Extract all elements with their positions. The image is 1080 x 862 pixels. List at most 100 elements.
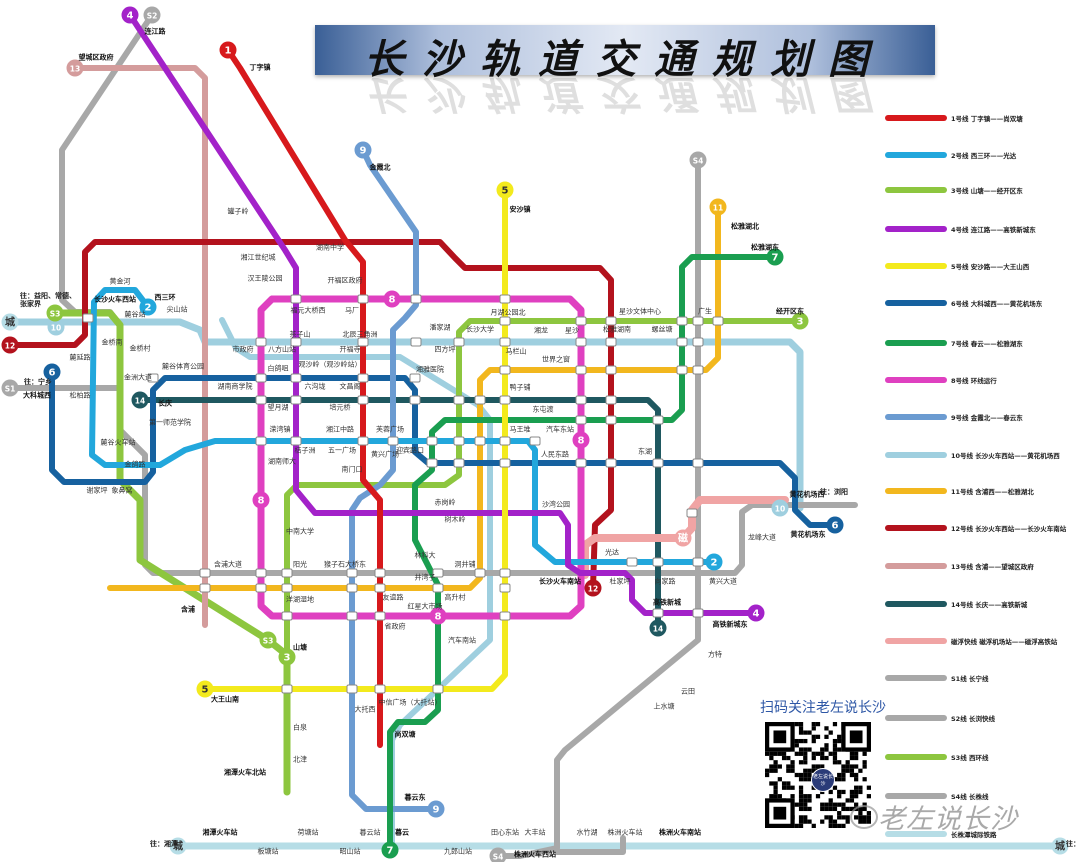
interchange-marker: [499, 436, 511, 446]
interchange-marker: [605, 395, 617, 405]
qr-module: [849, 755, 855, 761]
qr-module: [786, 755, 791, 761]
qr-module: [786, 781, 791, 786]
legend-swatch: [885, 452, 947, 458]
station-label: 湖南中学: [316, 243, 344, 252]
station-label: 暮云东: [404, 793, 426, 802]
qr-module: [798, 722, 804, 727]
line-badge-label: 14: [653, 625, 663, 634]
line-badge-label: 6: [49, 368, 56, 379]
line-badge-9: [427, 800, 445, 818]
legend-swatch: [885, 414, 947, 420]
destination-label: 往：株洲: [1066, 840, 1080, 848]
line-badge-label: 3: [284, 653, 291, 664]
qr-module: [837, 777, 842, 782]
station-label: 长沙火车西站: [94, 295, 136, 304]
legend-swatch: [885, 300, 947, 306]
interchange-marker: [605, 365, 617, 375]
interchange-marker: [575, 415, 587, 425]
qr-module: [854, 802, 859, 807]
legend-item-2: 2号线 西三环——光达: [885, 149, 1016, 161]
qr-module: [811, 726, 816, 731]
qr-module: [824, 726, 829, 731]
qr-module: [786, 768, 791, 773]
interchange-marker: [712, 316, 724, 326]
qr-module: [781, 751, 787, 756]
qr-module: [807, 768, 812, 773]
station-label: 福元大桥西: [290, 306, 326, 315]
qr-module: [858, 789, 863, 795]
qr-module: [811, 755, 816, 761]
destination-label: 往：益阳、常德、张家界: [20, 292, 76, 309]
qr-module: [790, 768, 795, 773]
line-badge-label: 8: [389, 295, 396, 306]
legend-swatch: [885, 638, 947, 644]
station-label: 汽车东站: [546, 425, 574, 434]
station-label: 四方坪: [434, 345, 456, 354]
qr-module: [862, 764, 867, 769]
interchange-marker: [652, 557, 664, 567]
route-line-3: [284, 318, 803, 660]
qr-module: [811, 751, 816, 756]
interchange-marker: [290, 337, 302, 347]
station-label: 溁湾镇: [269, 425, 291, 434]
line-badge-12: [584, 579, 602, 597]
qr-module: [824, 743, 829, 748]
qr-module: [773, 806, 787, 820]
station-label: 白泉: [293, 723, 307, 732]
station-label: 田心东站: [491, 828, 519, 837]
qr-module: [824, 755, 829, 761]
qr-module: [866, 785, 871, 790]
qr-module: [849, 794, 855, 799]
qr-module: [773, 764, 778, 769]
qr-module: [841, 802, 846, 807]
station-label: 尚双塘: [394, 730, 416, 739]
station-label: 中南大学: [286, 527, 314, 536]
qr-module: [765, 768, 770, 773]
line-badge-label: S1: [5, 385, 16, 394]
interchange-marker: [499, 316, 511, 326]
legend-item-7: 7号线 春云——松雅湖东: [885, 337, 1023, 349]
line-badge-S2: [143, 6, 161, 24]
line-badge-1: [219, 41, 237, 59]
qr-module: [803, 751, 808, 756]
legend-label: S4线 长株线: [951, 793, 989, 801]
interchange-marker: [374, 583, 386, 593]
qr-module: [815, 751, 821, 756]
station-label: 金桥南: [101, 338, 123, 347]
legend-item-S2: S2线 长浏快线: [885, 712, 995, 724]
station-label: 月湖公园北: [490, 308, 526, 317]
qr-module: [832, 785, 838, 790]
qr-module: [854, 785, 859, 790]
interchange-marker: [499, 611, 511, 621]
qr-module: [849, 772, 855, 778]
qr-module: [824, 734, 829, 739]
station-label: 昭山站: [339, 847, 361, 856]
station-label: 北辰三角洲: [342, 330, 378, 339]
title-reflection: 长沙轨道交通规划图: [315, 78, 935, 118]
station-label: 螺丝塘: [651, 325, 673, 334]
qr-module: [828, 815, 833, 820]
line-badge-label: 14: [135, 397, 145, 406]
route-line-4: [127, 12, 759, 616]
watermark: 老左说长沙: [878, 804, 1018, 835]
interchange-marker: [255, 337, 267, 347]
qr-module: [765, 772, 770, 778]
station-label: 光达: [605, 548, 619, 557]
qr-module: [820, 819, 825, 824]
station-label: 湘龙: [534, 326, 548, 335]
interchange-marker: [199, 583, 211, 593]
legend-label: 12号线 长沙火车西站——长沙火车南站: [951, 525, 1067, 533]
station-label: 培元桥: [329, 403, 351, 412]
qr-module: [803, 806, 808, 812]
line-badge-7: [766, 248, 784, 266]
line-badge-label: S3: [50, 310, 61, 319]
qr-module: [803, 802, 808, 807]
legend-swatch: [885, 831, 947, 837]
legend-swatch: [885, 377, 947, 383]
line-badge-label: 9: [433, 805, 440, 816]
station-label: 含浦: [181, 605, 195, 614]
qr-module: [798, 789, 804, 795]
qr-module: [798, 823, 804, 828]
qr-module: [849, 798, 855, 803]
